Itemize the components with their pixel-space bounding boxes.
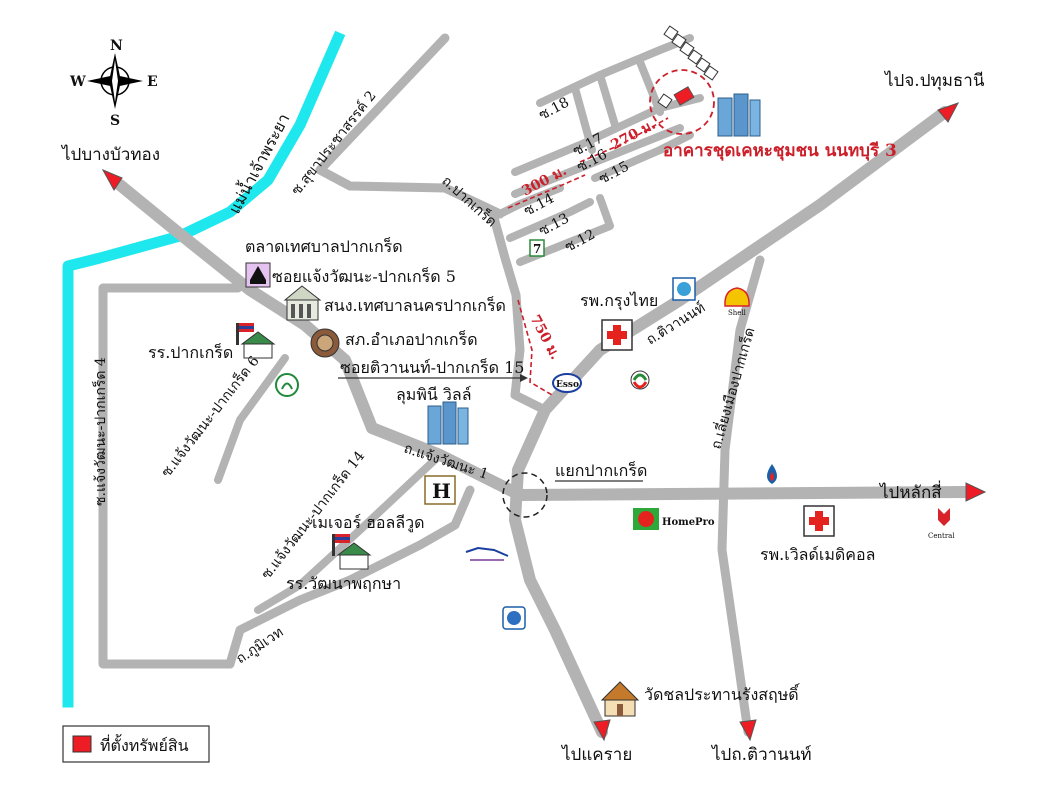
svg-text:H: H	[432, 479, 451, 503]
distance-line-300	[507, 174, 586, 209]
krungthai-hospital-icon	[601, 319, 633, 351]
legend: ที่ตั้งทรัพย์สิน	[62, 725, 210, 763]
compass-e: E	[147, 74, 158, 90]
label-bang-bua-thong: ไปบางบัวทอง	[60, 144, 160, 165]
shell-icon: Shell	[724, 287, 750, 317]
property-marker-group	[649, 69, 715, 135]
arrow-pathum-thani[interactable]	[937, 102, 960, 123]
road-chaeng-watthana	[114, 179, 971, 501]
soi-connector-a	[596, 71, 619, 129]
label-lumpini-ville: ลุมพินี วิลล์	[396, 385, 472, 405]
temple-icon	[600, 681, 640, 717]
legend-swatch	[72, 735, 92, 753]
label-pak-kret-road: ถ.ปากเกร็ด	[438, 172, 501, 231]
road-soi-sukhaprachasan2	[315, 33, 505, 219]
chao-phraya-river	[62, 30, 346, 708]
compass: N S E W	[69, 38, 158, 129]
soi-12	[516, 194, 614, 266]
compass-s: S	[110, 113, 120, 129]
pt-station-icon	[630, 370, 650, 390]
arrow-bang-bua-thong[interactable]	[101, 168, 123, 191]
major-hollywood-icon: H	[424, 475, 456, 505]
road-chaeng-pak-kret-14	[254, 451, 444, 614]
label-municipal-office: สนง.เทศบาลนครปากเกร็ด	[324, 295, 506, 315]
school-icon-watthanaphruksa	[332, 534, 372, 570]
label-soi-13: ซ.13	[536, 210, 572, 239]
distance-line-750	[517, 299, 553, 396]
label-soi-12: ซ.12	[562, 226, 598, 255]
small-buildings	[657, 25, 719, 109]
label-krungthai-hospital: รพ.กรุงไทย	[580, 291, 658, 311]
market-icon	[245, 262, 271, 288]
compass-w: W	[69, 74, 86, 90]
label-chaeng-pak-kret-4: ซ.แจ้งวัฒนะ-ปากเกร็ด 4	[91, 357, 109, 506]
property-marker[interactable]	[673, 86, 695, 106]
legend-label: ที่ตั้งทรัพย์สิน	[100, 734, 189, 755]
label-liang-mueang: ถ.เลี่ยงเมืองปากเกร็ด	[707, 325, 759, 451]
world-medical-hospital-icon	[803, 505, 835, 537]
svg-text:7: 7	[533, 242, 541, 256]
label-pathum-thani: ไปจ.ปทุมธานี	[883, 70, 985, 91]
svg-text:Shell: Shell	[728, 309, 747, 317]
label-khae-rai: ไปแคราย	[560, 744, 632, 765]
label-municipal-market: ตลาดเทศบาลปากเกร็ด	[245, 236, 403, 256]
road-pak-kret-north	[488, 209, 550, 415]
soi-14	[496, 184, 564, 218]
bangkok-bank-icon	[502, 606, 526, 630]
label-lak-si: ไปหลักสี่	[878, 480, 942, 503]
distance-lines	[507, 117, 669, 396]
kasikorn-bank-icon	[275, 373, 299, 397]
svg-text:Central: Central	[928, 532, 955, 540]
svg-text:HomePro: HomePro	[662, 517, 715, 528]
road-phumiwat	[225, 485, 475, 669]
homepro-icon: HomePro	[662, 514, 715, 528]
soi-grid	[496, 34, 704, 266]
municipal-office-icon	[283, 285, 322, 321]
soi-18	[536, 34, 694, 107]
label-intersection: แยกปากเกร็ด	[555, 460, 647, 480]
school-icon-pak-kret	[236, 323, 276, 359]
krungthai-bank-icon	[672, 277, 696, 301]
big-c-icon	[633, 508, 659, 530]
condo-building-icon	[717, 93, 761, 137]
distance-line-270	[579, 117, 669, 163]
soi-connector-b	[636, 58, 664, 116]
label-temple: วัดชลประทานรังสฤษดิ์	[644, 683, 801, 704]
seven-eleven-icon: 7	[529, 239, 545, 257]
central-icon: Central	[928, 508, 955, 540]
property-radius	[649, 69, 715, 135]
soi-13	[506, 198, 594, 242]
esso-icon: Esso	[552, 373, 582, 393]
label-soi-tiwanon-15: ซอยติวานนท์-ปากเกร็ด 15	[340, 357, 524, 377]
soi-16	[511, 124, 684, 198]
arrow-tiwanon[interactable]	[739, 719, 757, 742]
direction-arrows	[101, 102, 987, 742]
ptt-drop-icon	[767, 464, 777, 484]
compass-n: N	[110, 38, 123, 54]
road-chaeng-pak-kret-6	[214, 354, 289, 484]
arrow-lak-si[interactable]	[965, 482, 987, 502]
soi-connector-c	[571, 84, 596, 154]
label-property-name: อาคารชุดเคหะชุมชน นนทบุรี 3	[663, 140, 897, 161]
thai-airways-icon	[465, 546, 509, 561]
pak-kret-intersection-circle	[502, 472, 548, 518]
arrow-khae-rai[interactable]	[593, 719, 611, 742]
label-tiwanon-destination: ไปถ.ติวานนท์	[710, 744, 812, 765]
road-chaeng-pak-kret-4	[98, 283, 243, 669]
lumpini-building-icon	[427, 401, 469, 445]
label-world-medical: รพ.เวิลด์เมดิคอล	[760, 545, 875, 564]
label-school-watthanaphruksa: รร.วัฒนาพฤกษา	[286, 574, 401, 593]
label-school-pak-kret: รร.ปากเกร็ด	[148, 342, 233, 362]
police-emblem-icon	[310, 328, 340, 358]
road-tiwanon	[509, 106, 951, 738]
svg-text:Esso: Esso	[556, 380, 579, 390]
label-major-hollywood: เมเจอร์ ฮอลลีวูด	[312, 513, 425, 533]
road-network	[98, 33, 971, 738]
label-soi-chaeng-5: ซอยแจ้งวัฒนะ-ปากเกร็ด 5	[272, 266, 456, 286]
soi-15	[591, 131, 694, 182]
label-police-station: สภ.อำเภอปากเกร็ด	[345, 329, 478, 349]
road-liang-mueang	[717, 255, 765, 737]
